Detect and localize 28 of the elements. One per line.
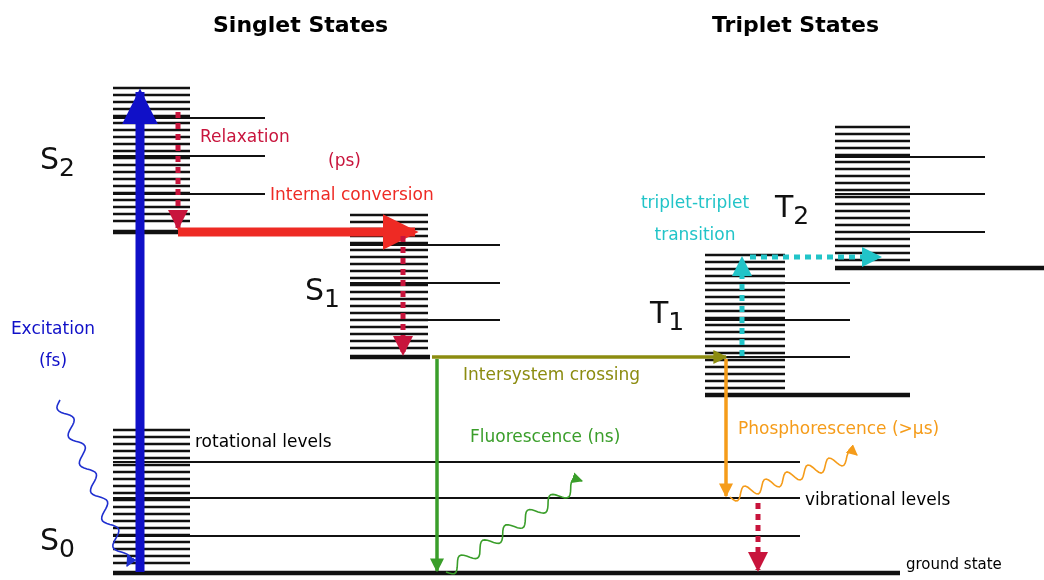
edge-label: triplet-triplet transition xyxy=(639,191,751,247)
wavy-arrow xyxy=(56,399,137,567)
edge-label: Phosphorescence (>µs) xyxy=(738,418,940,438)
level-label: rotational levels xyxy=(195,431,332,451)
arrow xyxy=(122,88,158,572)
section-title: Singlet States xyxy=(213,12,389,37)
edge-label: Relaxation xyxy=(200,126,290,146)
edge-label: Intersystem crossing xyxy=(463,364,641,384)
state-label: T$_{1}$ xyxy=(650,298,685,334)
state-label: S$_{1}$ xyxy=(305,275,340,311)
edge-label: Internal conversion xyxy=(270,184,434,204)
state-label: T$_{2}$ xyxy=(775,192,810,228)
arrow xyxy=(168,112,188,230)
arrow xyxy=(719,359,733,498)
state-label: S$_{2}$ xyxy=(40,144,75,180)
arrow xyxy=(178,214,419,250)
arrow xyxy=(393,236,413,356)
level-label: vibrational levels xyxy=(805,489,951,509)
time-scale-label: (ps) xyxy=(328,150,361,170)
arrow xyxy=(748,503,768,572)
arrow xyxy=(732,256,752,356)
arrow xyxy=(750,247,882,267)
arrow xyxy=(430,359,444,573)
section-title: Triplet States xyxy=(712,12,880,37)
edge-label: Fluorescence (ns) xyxy=(470,426,621,446)
arrow xyxy=(432,350,728,364)
state-label: S$_{0}$ xyxy=(40,525,75,561)
edge-label: Excitation (fs) xyxy=(9,317,97,373)
